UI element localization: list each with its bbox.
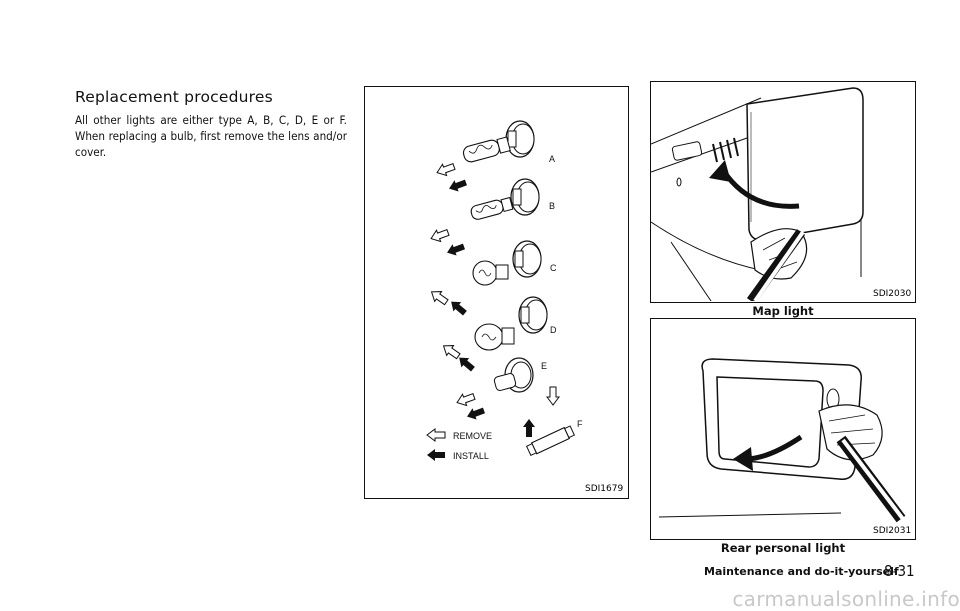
bulb-label-c: C (550, 263, 557, 273)
bulb-b-drawing: B (428, 178, 555, 259)
bulb-label-e: E (541, 361, 547, 371)
figure-code-sdi2030: SDI2030 (873, 289, 911, 299)
bulb-label-d: D (550, 325, 557, 335)
section-heading: Replacement procedures (75, 88, 273, 106)
bulb-a-drawing: A (434, 120, 555, 195)
bulb-label-f: F (577, 419, 583, 429)
map-light-caption: Map light (752, 304, 814, 318)
bulb-types-illustration: A B C (426, 120, 623, 494)
watermark: carmanualsonline.info (732, 587, 960, 611)
map-light-figure: SDI2030 (650, 81, 916, 303)
legend-remove-label: REMOVE (453, 431, 492, 441)
arrow-legend: REMOVE INSTALL (426, 428, 492, 461)
bulb-d-drawing: D (439, 296, 557, 374)
legend-install-label: INSTALL (453, 451, 489, 461)
rear-light-figure: SDI2031 (650, 318, 916, 540)
section-body-text: All other lights are either type A, B, C… (75, 113, 347, 159)
figure-code-sdi1679: SDI1679 (585, 484, 623, 494)
bulb-e-drawing: E (454, 357, 547, 423)
figure-code-sdi2031: SDI2031 (873, 526, 911, 536)
bulb-label-a: A (549, 154, 555, 164)
rear-light-illustration: SDI2031 (658, 358, 911, 536)
bulb-types-figure: A B C (364, 86, 629, 499)
page-number: 8-31 (884, 562, 915, 580)
map-light-illustration: SDI2030 (651, 82, 914, 301)
footer-chapter-title: Maintenance and do-it-yourself (704, 565, 899, 578)
bulb-label-b: B (549, 201, 555, 211)
bulb-f-drawing: F (523, 386, 583, 457)
rear-light-caption: Rear personal light (720, 541, 846, 555)
bulb-c-drawing: C (427, 240, 557, 318)
